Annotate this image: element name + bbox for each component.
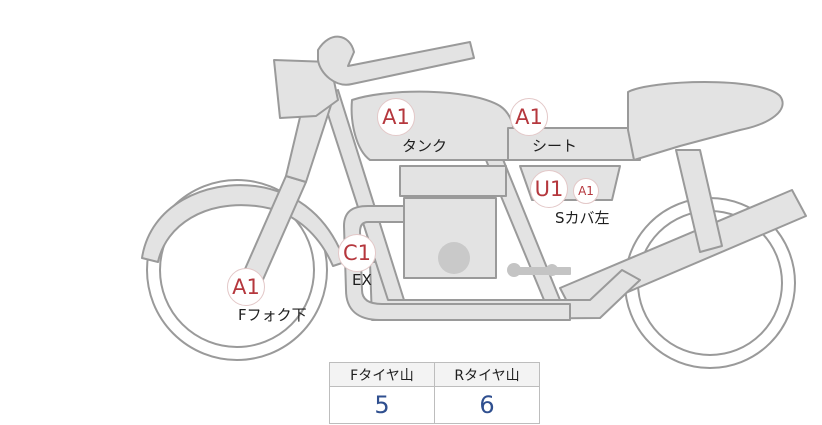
grade-badge-seat: A1	[510, 98, 548, 136]
part-label-front-fork: Fフォク下	[238, 306, 307, 324]
tail-cowl	[627, 81, 784, 161]
footpeg-knob	[507, 263, 521, 277]
grade-badge-side-cover: U1	[530, 170, 568, 208]
value-front-tire-tread: 5	[329, 386, 435, 424]
header-rear-tire-tread: Rタイヤ山	[434, 362, 540, 387]
grade-badge-exhaust: C1	[338, 234, 376, 272]
rear-shock	[675, 149, 723, 253]
grade-badge-side-cover-sub: A1	[573, 178, 599, 204]
engine-head	[399, 165, 507, 197]
tire-tread-table: Fタイヤ山 Rタイヤ山 5 6	[329, 362, 540, 424]
engine-cover	[438, 242, 470, 274]
grade-badge-front-fork: A1	[227, 268, 265, 306]
footpeg-knob-2	[546, 264, 558, 276]
engine-block	[403, 197, 497, 279]
part-label-side-cover: Sカバ左	[555, 209, 610, 227]
header-front-tire-tread: Fタイヤ山	[329, 362, 435, 387]
part-label-tank: タンク	[402, 137, 448, 155]
part-label-seat: シート	[532, 137, 578, 155]
handlebar	[317, 35, 475, 86]
grade-badge-tank: A1	[377, 98, 415, 136]
seat	[507, 127, 641, 161]
exhaust-pipe	[343, 205, 571, 321]
part-label-exhaust: EX	[352, 271, 372, 289]
value-rear-tire-tread: 6	[434, 386, 540, 424]
